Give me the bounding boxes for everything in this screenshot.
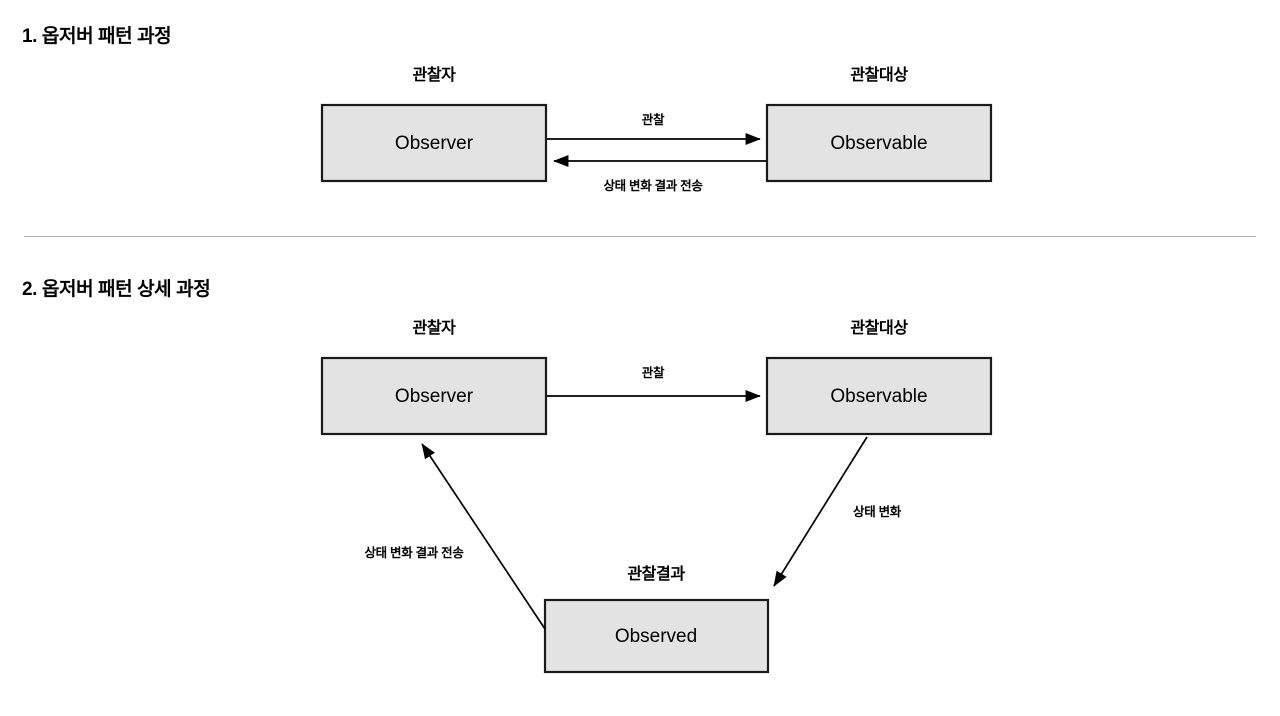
node-observable-1-label: Observable: [830, 133, 927, 154]
node-observable-2: 관찰대상 Observable: [765, 319, 993, 436]
edge-notify-2-line: [421, 443, 546, 630]
edge-notify-2: 상태 변화 결과 전송: [364, 443, 546, 630]
section-divider: [24, 236, 1256, 237]
node-observable-1: 관찰대상 Observable: [765, 66, 993, 183]
node-observed-2-box: [543, 598, 770, 674]
edge-notify-1-label: 상태 변화 결과 전송: [603, 178, 703, 193]
section-2-heading: 2. 옵저버 패턴 상세 과정: [22, 279, 211, 300]
diagram-1: 관찰자 Observer 관찰대상 Observable 관찰 상태 변화 결과…: [320, 66, 993, 193]
node-observable-1-title: 관찰대상: [850, 66, 908, 84]
section-1-heading: 1. 옵저버 패턴 과정: [22, 26, 172, 47]
node-observer-1-label: Observer: [395, 133, 474, 154]
edge-state-change-2-line: [773, 436, 868, 587]
edge-observe-1-label: 관찰: [642, 112, 665, 127]
edge-state-change-2-label: 상태 변화: [853, 504, 902, 519]
node-observer-2-title: 관찰자: [413, 319, 457, 337]
node-observer-2: 관찰자 Observer: [320, 319, 548, 436]
node-observer-1-title: 관찰자: [413, 66, 457, 84]
edge-state-change-2: 상태 변화: [773, 436, 902, 587]
node-observed-2-title: 관찰결과: [627, 565, 685, 583]
node-observable-2-label: Observable: [830, 386, 927, 407]
diagram-2: 관찰자 Observer 관찰대상 Observable 관찰결과 Observ…: [320, 319, 993, 674]
node-observed-2: 관찰결과 Observed: [543, 565, 770, 674]
node-observer-1: 관찰자 Observer: [320, 66, 548, 183]
node-observable-2-box: [765, 356, 993, 436]
node-observable-2-title: 관찰대상: [850, 319, 908, 337]
node-observer-2-box: [320, 356, 548, 436]
edge-notify-1: 상태 변화 결과 전송: [553, 155, 766, 193]
node-observable-1-box: [765, 103, 993, 183]
edge-observe-1: 관찰: [547, 112, 761, 145]
node-observed-2-label: Observed: [615, 626, 697, 647]
node-observer-1-box: [320, 103, 548, 183]
edge-notify-2-label: 상태 변화 결과 전송: [364, 545, 464, 560]
node-observer-2-label: Observer: [395, 386, 474, 407]
edge-observe-2: 관찰: [547, 365, 761, 402]
edge-observe-2-label: 관찰: [642, 365, 665, 380]
